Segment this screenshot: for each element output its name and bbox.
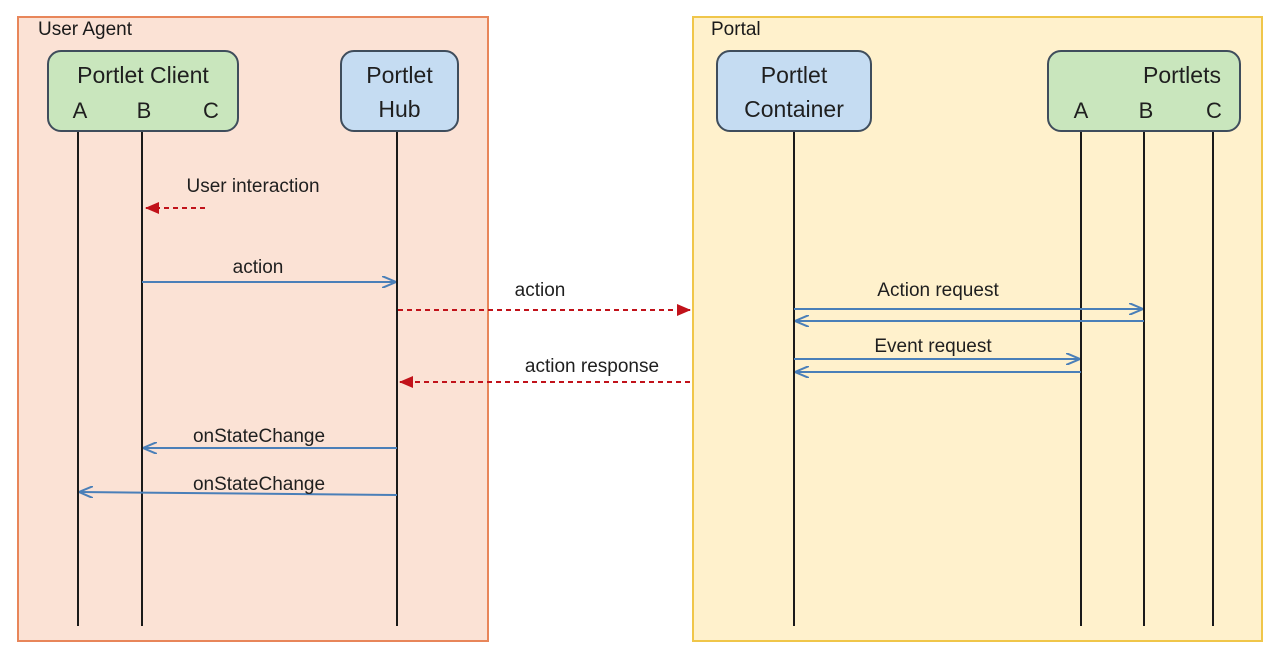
portlet-client-label: Portlet Client: [77, 62, 209, 88]
label-user-interaction: User interaction: [186, 176, 320, 197]
portlets-box: Portlets A B C: [1047, 50, 1241, 132]
label-on-state-change-b: onStateChange: [192, 426, 326, 447]
arrow-on-state-change-a: [80, 492, 398, 495]
label-action-client-hub: action: [232, 257, 284, 278]
portlet-container-box: Portlet Container: [716, 50, 872, 132]
portlet-container-label-line2: Container: [744, 96, 844, 122]
label-action-request: Action request: [877, 280, 999, 301]
portlet-client-box: Portlet Client A B C: [47, 50, 239, 132]
label-action-hub-portal: action: [514, 280, 566, 301]
portlet-client-sub-c: C: [203, 98, 219, 123]
portlet-container-label-line1: Portlet: [760, 62, 828, 88]
portlets-sub-c: C: [1206, 98, 1222, 123]
portal-title: Portal: [711, 19, 761, 40]
portlet-hub-label-line1: Portlet: [366, 62, 433, 88]
portlet-client-sub-b: B: [136, 98, 152, 123]
portlet-client-sub-a: A: [72, 98, 88, 123]
user-agent-title: User Agent: [38, 19, 132, 40]
portlets-label: Portlets: [1143, 62, 1221, 88]
portlet-hub-label-line2: Hub: [378, 96, 421, 122]
label-on-state-change-a: onStateChange: [192, 474, 326, 495]
label-event-request: Event request: [874, 336, 992, 357]
portlets-sub-b: B: [1138, 98, 1154, 123]
portlets-sub-a: A: [1073, 98, 1089, 123]
portlet-hub-box: Portlet Hub: [340, 50, 459, 132]
label-action-response: action response: [524, 356, 660, 377]
